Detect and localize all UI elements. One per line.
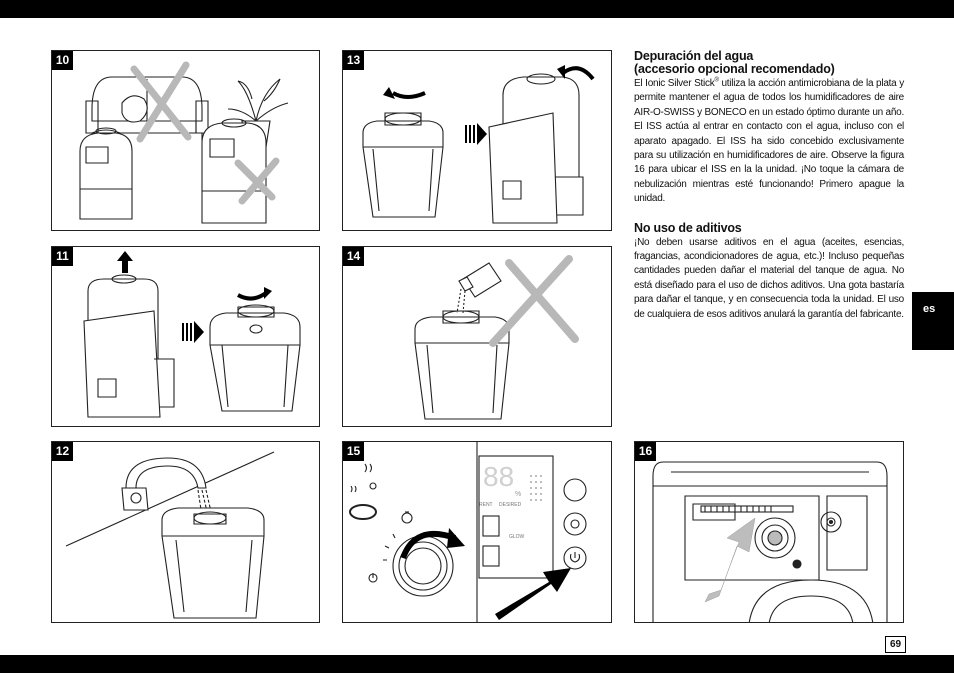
illustration-fill-water: [65, 451, 275, 619]
section-title-water-purification: Depuración del agua (accesorio opcional …: [634, 49, 835, 76]
bottom-bar: [0, 655, 954, 673]
figure-13: 13: [342, 50, 612, 231]
figure-number: 16: [635, 442, 656, 461]
display-digits: 88: [483, 461, 514, 492]
figure-10: 10: [51, 50, 320, 231]
figure-number: 10: [52, 51, 73, 70]
top-bar: [0, 0, 954, 18]
display-unit: %: [515, 491, 521, 498]
figure-number: 15: [343, 442, 364, 461]
figure-14: 14: [342, 246, 612, 427]
text-column: Depuración del agua (accesorio opcional …: [634, 50, 904, 322]
page-number: 69: [885, 636, 906, 653]
figure-15: 15 88 % RENT DESIRED GLOW: [342, 441, 612, 623]
display-label-desired: DESIRED: [499, 502, 522, 508]
section-body-water-purification: El Ionic Silver Stick® utiliza la acción…: [634, 77, 904, 205]
figure-16: 16: [634, 441, 904, 623]
language-tab: es: [912, 292, 954, 350]
figure-11: 11: [51, 246, 320, 427]
figure-number: 11: [52, 247, 73, 266]
figure-12: 12: [51, 441, 320, 623]
illustration-room-placement: [79, 61, 289, 224]
illustration-no-additives: [414, 255, 579, 420]
illustration-close-tank: [362, 65, 595, 224]
figure-number: 12: [52, 442, 73, 461]
figure-number: 14: [343, 247, 364, 266]
display-label-current: RENT: [479, 502, 493, 508]
section-body-no-additives: ¡No deben usarse aditivos en el agua (ac…: [634, 236, 904, 320]
display-dot-matrix: [530, 475, 542, 501]
display-glow-label: GLOW: [509, 534, 525, 540]
illustration-control-panel: 88 % RENT DESIRED GLOW: [349, 442, 587, 622]
illustration-remove-tank: [83, 251, 301, 418]
section-title-no-additives: No uso de aditivos: [634, 220, 742, 235]
figure-number: 13: [343, 51, 364, 70]
illustration-iss-location: [652, 461, 888, 622]
